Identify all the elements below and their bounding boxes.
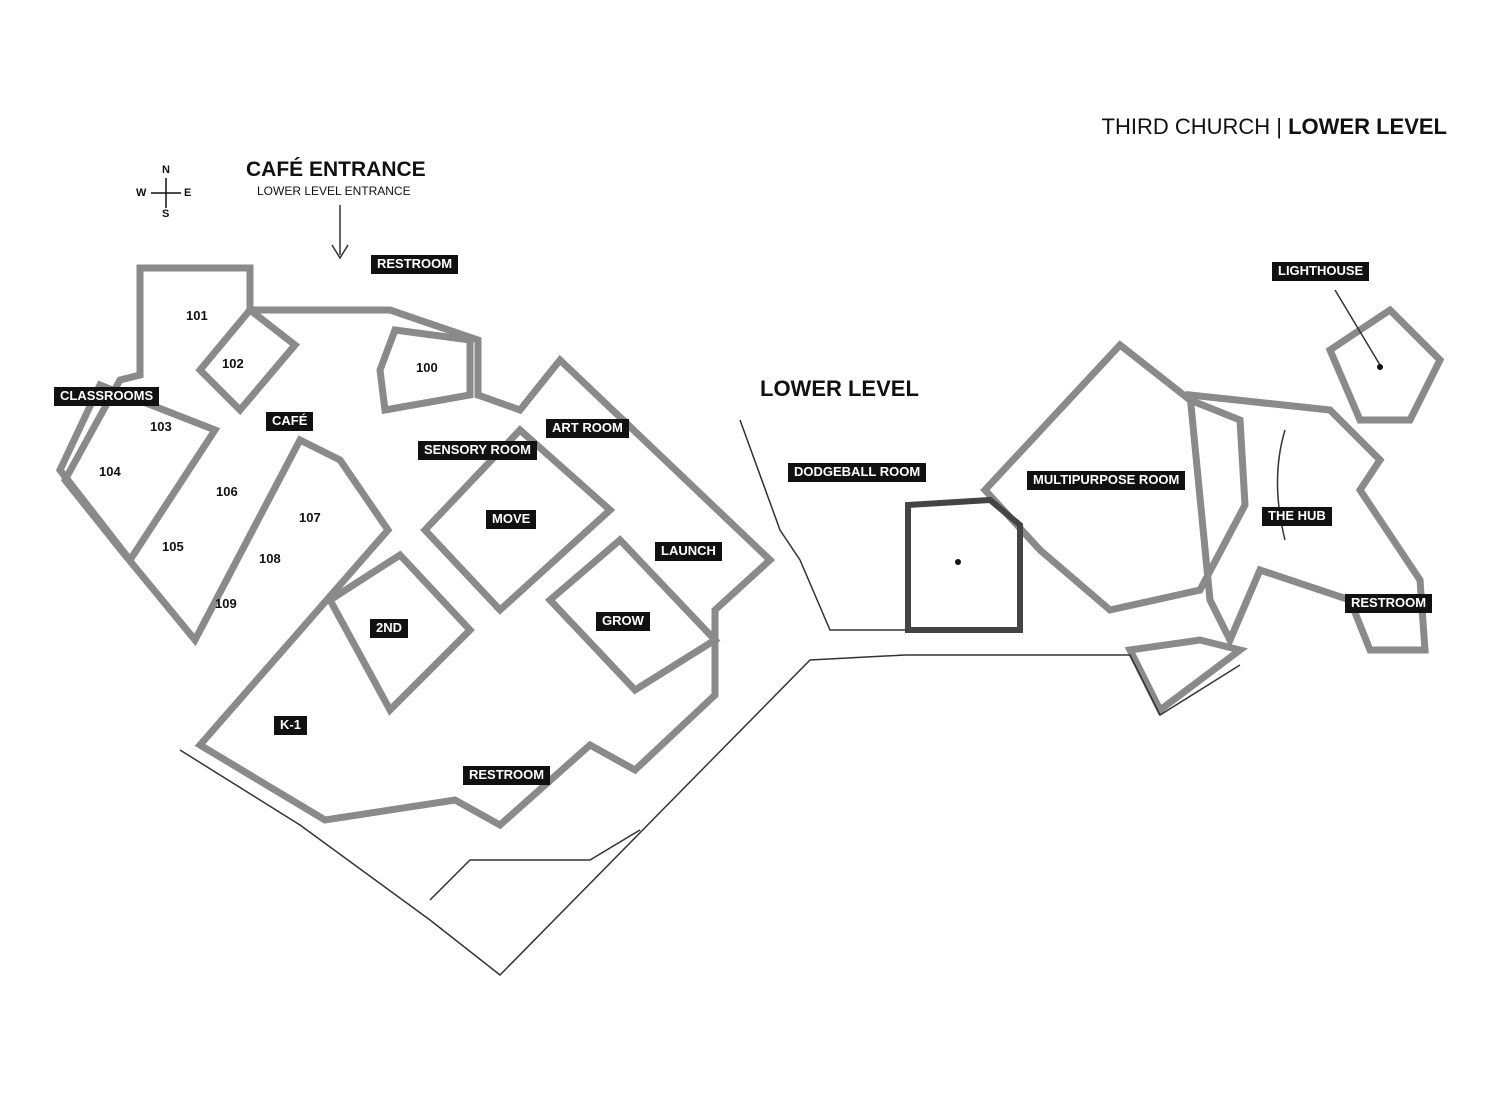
compass-east: E: [184, 187, 192, 199]
room-number-108: 108: [259, 551, 281, 566]
room-number-102: 102: [222, 356, 244, 371]
room-number-105: 105: [162, 539, 184, 554]
move-room-wall: [420, 425, 616, 615]
cafe-entrance-subtitle: LOWER LEVEL ENTRANCE: [257, 184, 411, 198]
map-title: THIRD CHURCH | LOWER LEVEL: [1102, 114, 1447, 140]
east-outline: [905, 654, 1241, 717]
east-bottom-wall: [1124, 636, 1248, 716]
room-number-106: 106: [216, 484, 238, 499]
label-grow[interactable]: GROW: [596, 612, 650, 631]
room-number-103: 103: [150, 419, 172, 434]
label-restroom-top[interactable]: RESTROOM: [371, 255, 459, 274]
label-dodgeball-room[interactable]: DODGEBALL ROOM: [788, 463, 927, 482]
lighthouse-wall: [1325, 305, 1445, 424]
entrance-arrow: [331, 205, 349, 260]
room-number-100: 100: [416, 360, 438, 375]
label-second[interactable]: 2ND: [370, 619, 409, 638]
label-the-hub[interactable]: THE HUB: [1262, 507, 1332, 526]
room-number-107: 107: [299, 510, 321, 525]
dodgeball-marker: [955, 559, 961, 565]
label-lighthouse[interactable]: LIGHTHOUSE: [1272, 262, 1370, 281]
label-art-room[interactable]: ART ROOM: [546, 419, 629, 438]
grow-room-wall: [544, 535, 721, 695]
title-prefix: THIRD CHURCH |: [1101, 114, 1289, 139]
dodgeball-wall: [905, 496, 1023, 633]
room-number-101: 101: [186, 308, 208, 323]
label-sensory-room[interactable]: SENSORY ROOM: [418, 441, 537, 460]
title-bold: LOWER LEVEL: [1288, 114, 1447, 139]
room-number-104: 104: [99, 464, 121, 479]
label-restroom-right[interactable]: RESTROOM: [1345, 594, 1433, 613]
room-number-109: 109: [215, 596, 237, 611]
second-room-wall: [325, 550, 475, 716]
exterior-outline-west: [179, 654, 906, 977]
lighthouse-detail: [1334, 289, 1381, 366]
compass-icon: [151, 178, 181, 208]
label-cafe[interactable]: CAFÉ: [266, 412, 314, 431]
exterior-outline-connector: [739, 419, 905, 631]
exterior-outline-south: [429, 829, 641, 901]
room-100-wall: [376, 326, 474, 415]
label-move[interactable]: MOVE: [486, 510, 537, 529]
classroom-walls: [55, 380, 221, 567]
label-restroom-bottom[interactable]: RESTROOM: [463, 766, 551, 785]
lighthouse-marker: [1377, 364, 1383, 370]
label-multipurpose-room[interactable]: MULTIPURPOSE ROOM: [1027, 471, 1186, 490]
cafe-entrance-title: CAFÉ ENTRANCE: [246, 158, 426, 181]
label-k1[interactable]: K-1: [274, 716, 307, 735]
label-classrooms[interactable]: CLASSROOMS: [54, 387, 160, 406]
label-launch[interactable]: LAUNCH: [655, 542, 722, 561]
hub-wall: [1186, 391, 1429, 654]
west-wing-wall: [60, 264, 776, 830]
hub-curve: [1276, 429, 1286, 541]
room-102-wall: [195, 305, 301, 416]
multipurpose-wall: [980, 340, 1249, 614]
compass-west: W: [136, 187, 147, 199]
compass-north: N: [162, 164, 170, 176]
compass-south: S: [162, 208, 170, 220]
level-heading: LOWER LEVEL: [760, 376, 919, 401]
